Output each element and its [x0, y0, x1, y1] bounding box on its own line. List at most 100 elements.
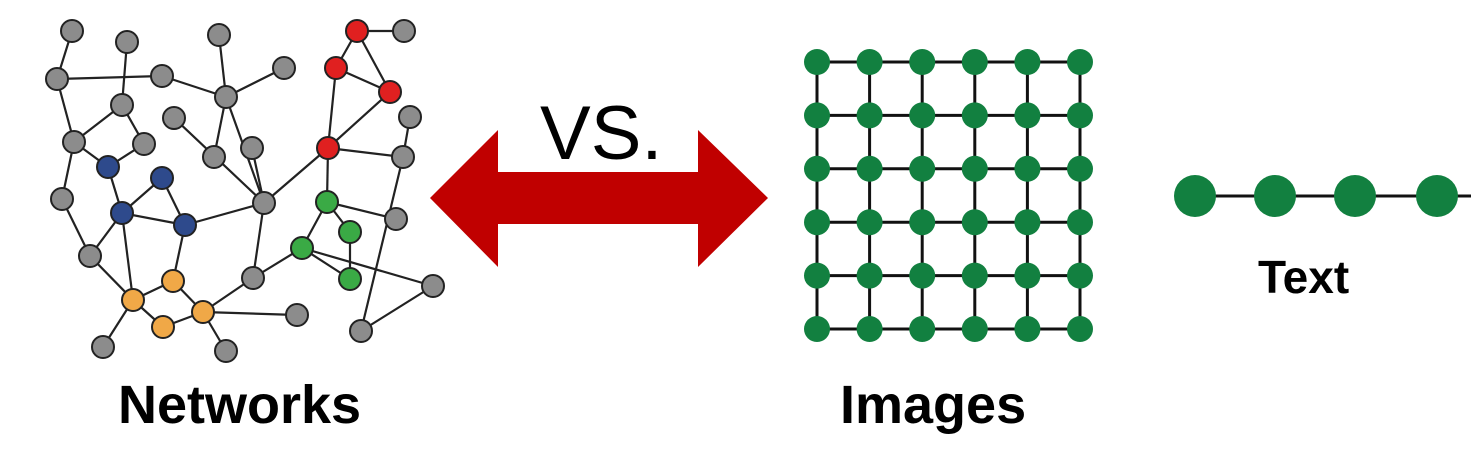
grid-node	[1067, 102, 1093, 129]
grid-node	[961, 209, 988, 236]
network-node-gray	[252, 191, 276, 215]
network-node-green	[290, 236, 314, 260]
network-node-orange	[151, 315, 175, 339]
network-edge	[360, 285, 434, 332]
network-node-gray	[115, 30, 139, 54]
network-node-blue	[96, 155, 120, 179]
network-node-gray	[132, 132, 156, 156]
grid-node	[1067, 209, 1093, 236]
network-node-gray	[349, 319, 373, 343]
network-node-gray	[398, 105, 422, 129]
network-nodes	[45, 19, 445, 363]
networks-label: Networks	[118, 375, 362, 435]
network-node-green	[315, 190, 339, 214]
grid-node	[1067, 262, 1093, 289]
network-node-green	[338, 220, 362, 244]
network-node-gray	[392, 19, 416, 43]
network-node-gray	[78, 244, 102, 268]
chain-node	[1334, 175, 1376, 217]
grid-node	[909, 102, 936, 129]
network-node-gray	[62, 130, 86, 154]
network-node-red	[316, 136, 340, 160]
text-label: Text	[1258, 251, 1350, 303]
network-edge	[251, 202, 266, 279]
network-node-gray	[207, 23, 231, 47]
grid-node	[961, 155, 988, 182]
grid-node	[1014, 155, 1041, 182]
grid-node	[1014, 102, 1041, 129]
network-node-red	[345, 19, 369, 43]
network-node-orange	[191, 300, 215, 324]
network-edge	[120, 212, 135, 301]
grid-node	[856, 262, 883, 289]
grid-node	[909, 49, 936, 75]
network-node-blue	[110, 201, 134, 225]
network-node-gray	[202, 145, 226, 169]
chain-node	[1416, 175, 1458, 217]
network-node-gray	[110, 93, 134, 117]
grid-node	[1014, 49, 1041, 75]
network-node-gray	[45, 67, 69, 91]
network-node-gray	[241, 266, 265, 290]
text-chain	[1174, 175, 1471, 217]
network-node-red	[378, 80, 402, 104]
chain-node	[1174, 175, 1216, 217]
network-edge	[56, 74, 163, 81]
network-node-blue	[150, 166, 174, 190]
chain-node	[1254, 175, 1296, 217]
grid-node	[1014, 262, 1041, 289]
network-node-gray	[272, 56, 296, 80]
grid-node	[804, 102, 830, 129]
grid-node	[804, 209, 830, 236]
network-node-orange	[121, 288, 145, 312]
network-node-gray	[214, 339, 238, 363]
grid-node	[909, 209, 936, 236]
image-grid	[804, 49, 1093, 342]
network-node-blue	[173, 213, 197, 237]
network-node-gray	[91, 335, 115, 359]
network-node-gray	[162, 106, 186, 130]
network-edge	[301, 246, 434, 288]
network-node-orange	[161, 269, 185, 293]
grid-node	[804, 316, 830, 342]
vs-label: VS.	[540, 91, 663, 176]
network-node-gray	[421, 274, 445, 298]
grid-node	[856, 49, 883, 75]
grid-node	[1067, 155, 1093, 182]
grid-node	[804, 262, 830, 289]
network-node-gray	[384, 207, 408, 231]
grid-node	[856, 316, 883, 342]
grid-node	[909, 262, 936, 289]
network-edges	[55, 29, 434, 352]
grid-node	[1014, 209, 1041, 236]
network-edge	[184, 201, 265, 227]
grid-node	[961, 49, 988, 75]
grid-node	[804, 49, 830, 75]
network-node-gray	[150, 64, 174, 88]
grid-node	[856, 209, 883, 236]
grid-node	[856, 155, 883, 182]
grid-node	[961, 262, 988, 289]
network-edge	[202, 310, 298, 317]
grid-node	[1067, 316, 1093, 342]
network-node-green	[338, 267, 362, 291]
network-node-gray	[240, 136, 264, 160]
network-node-gray	[214, 85, 238, 109]
grid-node	[856, 102, 883, 129]
network-node-gray	[60, 19, 84, 43]
network-edge	[263, 147, 329, 204]
network-node-red	[324, 56, 348, 80]
network-edge	[359, 156, 405, 332]
grid-node	[909, 155, 936, 182]
network-node-gray	[50, 187, 74, 211]
network-node-gray	[391, 145, 415, 169]
network-node-gray	[285, 303, 309, 327]
network-edge	[326, 67, 338, 149]
grid-node	[1014, 316, 1041, 342]
grid-node	[804, 155, 830, 182]
grid-node	[909, 316, 936, 342]
network-edge	[327, 146, 404, 159]
grid-node	[961, 316, 988, 342]
